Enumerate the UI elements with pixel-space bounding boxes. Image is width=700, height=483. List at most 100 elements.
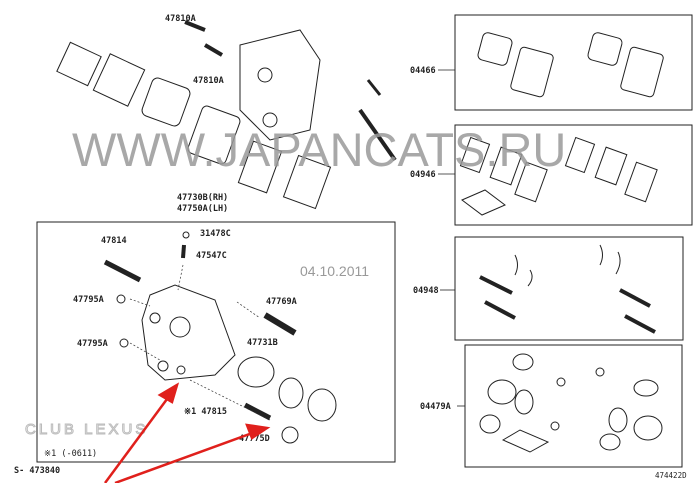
bleeder-plug	[181, 244, 186, 259]
pin	[619, 288, 651, 308]
label-kit-seals: 04479A	[420, 402, 451, 412]
kit-box-seals	[464, 344, 683, 468]
kit-seals-parts	[479, 353, 663, 453]
label-piston: 47731B	[247, 338, 278, 348]
boot	[633, 379, 659, 397]
pin-bolt	[103, 259, 142, 283]
label-cylinder-rh: 47730B(RH)	[177, 193, 228, 203]
label-slide-pin: ※1 47815	[184, 407, 227, 417]
watermark-club: CLUB LEXUS	[25, 421, 148, 438]
shim	[459, 136, 491, 174]
label-washer-1: 47795A	[73, 295, 104, 305]
brake-pad	[141, 77, 191, 127]
boot	[599, 433, 621, 451]
label-footnote: ※1 (-0611)	[44, 449, 97, 459]
assembly-line	[129, 298, 151, 307]
brake-pad	[587, 32, 623, 66]
shim	[237, 140, 283, 194]
kit-shims-parts	[459, 136, 658, 216]
seal-ring	[608, 407, 628, 433]
caliper-bore	[169, 316, 191, 338]
caliper-hole	[157, 360, 169, 372]
washer	[550, 421, 560, 431]
brake-pad	[620, 46, 664, 98]
boot	[479, 414, 501, 434]
washer	[556, 377, 566, 387]
label-bleeder: 47547C	[196, 251, 227, 261]
label-boot: 47775D	[239, 434, 270, 444]
bolt	[184, 20, 206, 32]
top-parts	[56, 20, 397, 210]
seal	[633, 415, 663, 441]
arrow-line-1	[103, 394, 172, 483]
clip-springs	[514, 244, 621, 287]
caliper-hole	[149, 312, 161, 324]
label-bolt-mid: 47810A	[193, 76, 224, 86]
brake-pad	[477, 32, 513, 66]
pin	[484, 300, 516, 320]
label-cap: 31478C	[200, 229, 231, 239]
shim	[514, 161, 548, 203]
label-pin-right: 47769A	[266, 297, 297, 307]
label-kit-pins: 04948	[413, 286, 439, 296]
boot	[307, 388, 337, 422]
arrow-head-1	[157, 382, 180, 404]
bracket-hole	[257, 67, 273, 83]
grease-packet	[461, 189, 506, 216]
slide-pin	[243, 402, 272, 421]
shim	[92, 53, 146, 107]
kit-box-pins	[454, 236, 684, 341]
seal-ring	[278, 377, 304, 409]
bracket-hole	[262, 112, 278, 128]
shim	[56, 41, 102, 87]
brake-pad	[187, 105, 241, 165]
shim	[564, 136, 596, 174]
label-kit-shims: 04946	[410, 170, 436, 180]
boot	[512, 353, 534, 371]
piston	[237, 356, 275, 388]
caliper-hole	[176, 365, 186, 375]
arrow-line-2	[114, 430, 256, 483]
kit-box-pads	[454, 14, 693, 111]
washer	[119, 338, 129, 348]
shim	[594, 146, 628, 186]
caliper-bracket	[239, 29, 321, 141]
assembly-line	[129, 342, 161, 361]
seal-ring	[514, 389, 534, 415]
washer	[116, 294, 126, 304]
assembly-line	[177, 264, 184, 291]
watermark-date: 04.10.2011	[300, 263, 369, 279]
shim	[489, 146, 523, 186]
label-ref-left: S- 473840	[14, 466, 60, 476]
label-ref-right: 474422D	[655, 471, 687, 480]
arrow-head-2	[245, 423, 271, 440]
assembly-line	[236, 301, 261, 319]
leader-lines	[438, 69, 465, 407]
assembly-line	[189, 379, 271, 421]
red-arrows	[103, 382, 271, 483]
caliper-parts	[103, 231, 337, 444]
slide-pin	[263, 312, 297, 336]
pin	[479, 275, 513, 295]
label-pin-bolt: 47814	[101, 236, 127, 246]
seal	[487, 379, 517, 405]
watermark-site: WWW.JAPANCATS.RU	[72, 123, 566, 176]
bleeder-cap	[182, 231, 190, 239]
pin-boot	[281, 426, 299, 444]
kit-pins-parts	[479, 244, 656, 334]
caliper-assembly-box	[36, 221, 396, 463]
grease-packet	[501, 429, 550, 453]
pin	[358, 108, 397, 162]
label-bolt-top: 47810A	[165, 14, 196, 24]
label-cylinder-lh: 47750A(LH)	[177, 204, 228, 214]
bolt	[203, 43, 224, 57]
kit-box-shims	[454, 124, 693, 226]
pin	[624, 314, 656, 334]
kit-pads-parts	[477, 32, 664, 98]
shim	[624, 161, 658, 203]
brake-pad	[510, 46, 554, 98]
label-kit-pads: 04466	[410, 66, 436, 76]
washer	[595, 367, 605, 377]
label-washer-2: 47795A	[77, 339, 108, 349]
